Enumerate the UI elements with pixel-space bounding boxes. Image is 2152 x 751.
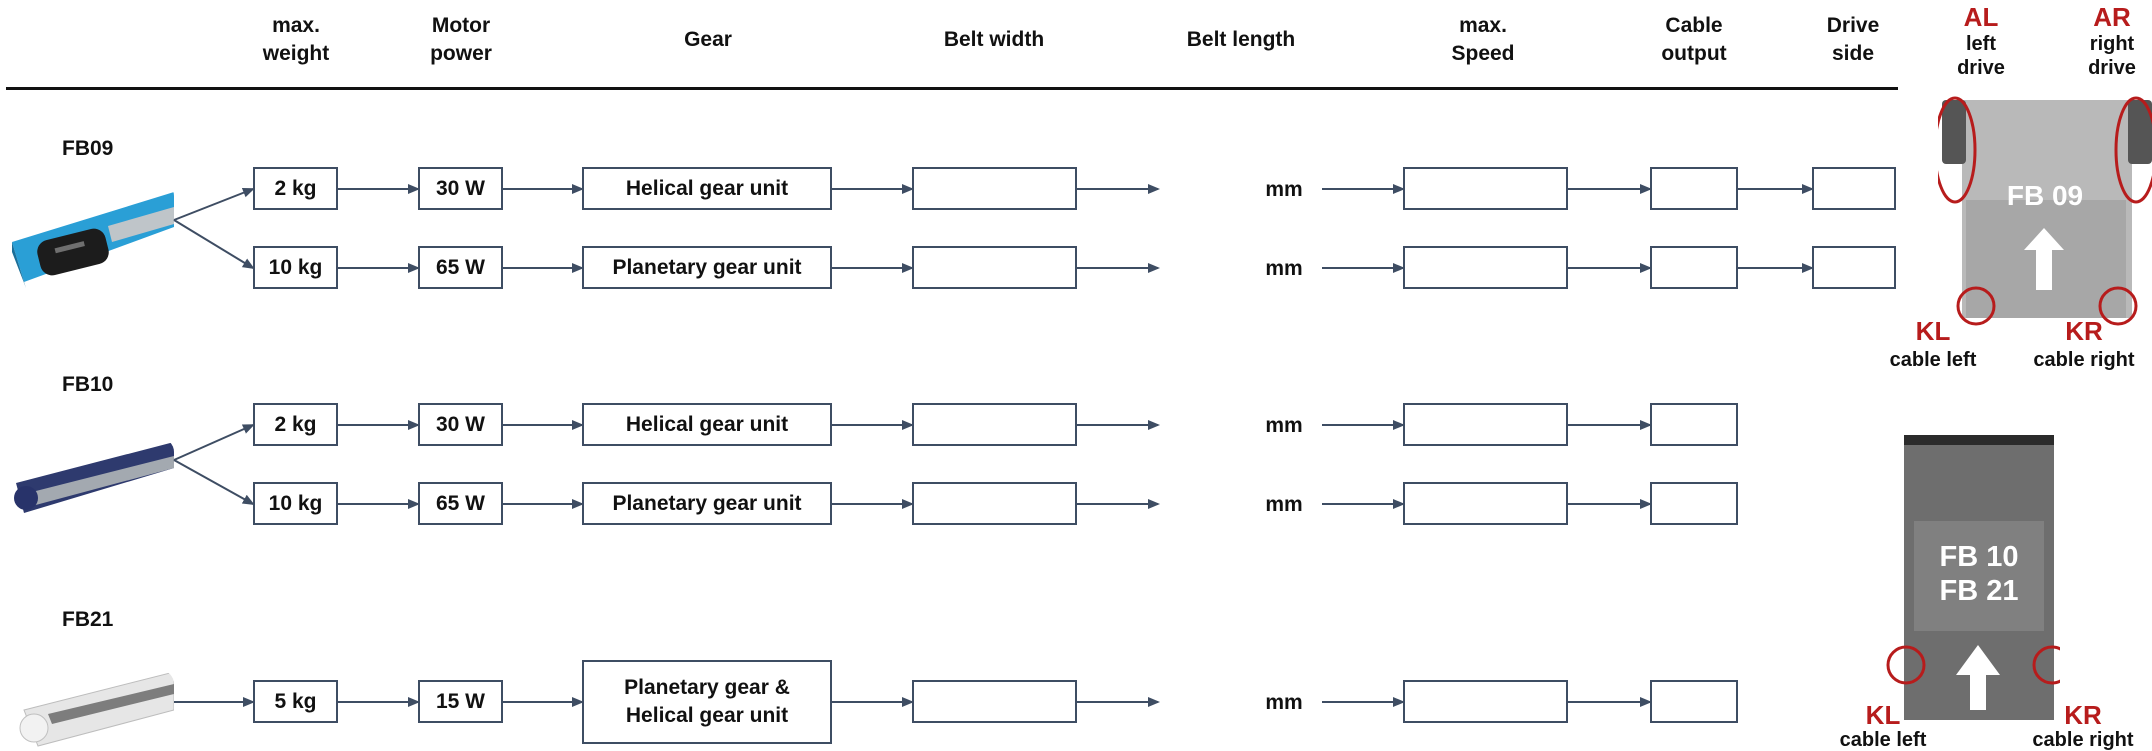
belt-length-unit: mm bbox=[1265, 493, 1303, 516]
weight-box: 2 kg bbox=[253, 403, 338, 446]
fb09-conveyor-image bbox=[12, 192, 174, 288]
belt-length-unit: mm bbox=[1265, 257, 1303, 280]
header-gear: Gear bbox=[684, 28, 732, 51]
header-motor-power: Motor power bbox=[430, 14, 492, 65]
weight-box: 10 kg bbox=[253, 482, 338, 525]
header-max-speed: max. Speed bbox=[1451, 14, 1515, 65]
motor-power-box: 65 W bbox=[418, 246, 503, 289]
motor-power-box: 65 W bbox=[418, 482, 503, 525]
weight-box: 5 kg bbox=[253, 680, 338, 723]
al-label: left drive bbox=[1957, 33, 2005, 79]
kl-label: cable left bbox=[1839, 729, 1927, 751]
cable-output-input[interactable] bbox=[1650, 482, 1738, 525]
belt-width-input[interactable] bbox=[912, 246, 1077, 289]
branch-arrow bbox=[173, 424, 255, 461]
cable-output-input[interactable] bbox=[1650, 680, 1738, 723]
kr-code: KR bbox=[2064, 700, 2102, 730]
fb09-diagram-title: FB 09 bbox=[2006, 180, 2084, 211]
product-name-fb09: FB09 bbox=[62, 137, 114, 160]
header-max-weight: max. weight bbox=[262, 14, 330, 65]
header-belt-length: Belt length bbox=[1186, 28, 1296, 51]
speed-input[interactable] bbox=[1403, 482, 1568, 525]
cable-output-input[interactable] bbox=[1650, 246, 1738, 289]
belt-length-unit: mm bbox=[1265, 178, 1303, 201]
product-name-fb10: FB10 bbox=[62, 373, 114, 396]
branch-arrow bbox=[173, 459, 255, 505]
weight-box: 10 kg bbox=[253, 246, 338, 289]
fb10-fb21-top-view-diagram bbox=[1886, 435, 2060, 720]
gear-box: Planetary gear & Helical gear unit bbox=[582, 660, 832, 744]
fb10-conveyor-image bbox=[14, 442, 174, 513]
motor-power-box: 30 W bbox=[418, 403, 503, 446]
belt-width-input[interactable] bbox=[912, 167, 1077, 210]
weight-box: 2 kg bbox=[253, 167, 338, 210]
al-code: AL bbox=[1963, 2, 1999, 32]
kr-label: cable right bbox=[2032, 729, 2134, 751]
cable-output-input[interactable] bbox=[1650, 167, 1738, 210]
gear-box: Helical gear unit bbox=[582, 167, 832, 210]
kr-code: KR bbox=[2065, 316, 2103, 346]
product-name-fb21: FB21 bbox=[62, 608, 114, 631]
ar-code: AR bbox=[2093, 2, 2131, 32]
speed-input[interactable] bbox=[1403, 403, 1568, 446]
gear-box: Helical gear unit bbox=[582, 403, 832, 446]
fb21-conveyor-image bbox=[19, 671, 174, 747]
branch-arrow bbox=[173, 187, 255, 221]
motor-power-box: 30 W bbox=[418, 167, 503, 210]
drive-side-input[interactable] bbox=[1812, 167, 1896, 210]
kl-code: KL bbox=[1865, 700, 1901, 730]
belt-width-input[interactable] bbox=[912, 403, 1077, 446]
motor-power-box: 15 W bbox=[418, 680, 503, 723]
header-divider bbox=[6, 87, 1898, 90]
header-belt-width: Belt width bbox=[943, 28, 1045, 51]
speed-input[interactable] bbox=[1403, 246, 1568, 289]
speed-input[interactable] bbox=[1403, 680, 1568, 723]
gear-box: Planetary gear unit bbox=[582, 246, 832, 289]
branch-arrow bbox=[173, 219, 255, 270]
kl-label: cable left bbox=[1889, 349, 1977, 371]
fb10-fb21-diagram-title: FB 10 FB 21 bbox=[1939, 541, 2019, 607]
belt-length-unit: mm bbox=[1265, 414, 1303, 437]
cable-output-input[interactable] bbox=[1650, 403, 1738, 446]
belt-width-input[interactable] bbox=[912, 680, 1077, 723]
kr-label: cable right bbox=[2033, 349, 2135, 371]
header-cable-output: Cable output bbox=[1661, 14, 1727, 65]
gear-box: Planetary gear unit bbox=[582, 482, 832, 525]
kl-code: KL bbox=[1915, 316, 1951, 346]
speed-input[interactable] bbox=[1403, 167, 1568, 210]
belt-length-unit: mm bbox=[1265, 691, 1303, 714]
drive-side-input[interactable] bbox=[1812, 246, 1896, 289]
fb09-top-view-diagram bbox=[1938, 96, 2152, 326]
belt-width-input[interactable] bbox=[912, 482, 1077, 525]
ar-label: right drive bbox=[2088, 33, 2136, 79]
header-drive-side: Drive side bbox=[1826, 14, 1880, 65]
